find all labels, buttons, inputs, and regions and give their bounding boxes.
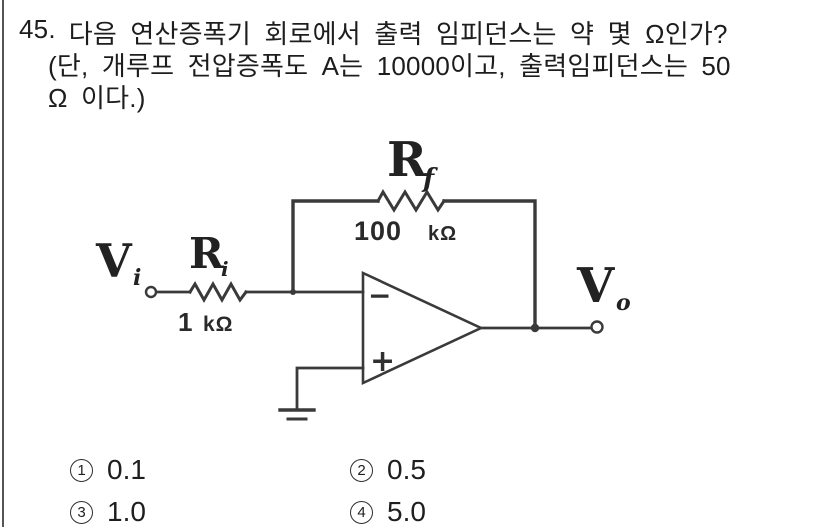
noninverting-input-wire [295, 366, 365, 411]
option-3-number-circle: 3 [70, 500, 93, 524]
option-2-value: 0.5 [387, 454, 426, 485]
feedback-wire-right [442, 199, 537, 330]
inverting-input-sign: − [368, 279, 391, 312]
option-4-number-circle: 4 [350, 500, 373, 524]
question-text-line-3: Ω 이다.) [48, 83, 146, 113]
feedback-resistor-value-number: 100 [354, 216, 402, 246]
input-resistor-zigzag [187, 280, 249, 304]
option-2-number-circle: 2 [350, 458, 373, 482]
input-resistor-value-unit: kΩ [203, 313, 234, 336]
feedback-resistor-subscript: f [421, 164, 438, 194]
input-junction-dot [290, 289, 296, 295]
option-1-value: 0.1 [107, 454, 146, 485]
input-resistor-subscript: i [221, 257, 229, 281]
question-text-line-1: 다음 연산증폭기 회로에서 출력 임피던스는 약 몇 Ω인가? [68, 19, 728, 49]
question-line-1: 45. 다음 연산증폭기 회로에서 출력 임피던스는 약 몇 Ω인가? [19, 14, 728, 51]
feedback-resistor-zigzag [375, 189, 447, 213]
feedback-wire-left [291, 199, 380, 293]
option-1-number-circle: 1 [70, 458, 93, 482]
answer-option-3: 3 1.0 [70, 496, 146, 527]
feedback-resistor-label: R [387, 132, 428, 188]
output-junction-dot [530, 323, 540, 333]
question-number: 45. [19, 14, 56, 44]
input-resistor-label: R [189, 229, 225, 278]
input-voltage-subscript: i [133, 265, 141, 291]
output-voltage-label: V [576, 258, 615, 314]
input-terminal-circle [144, 285, 158, 299]
answer-option-2: 2 0.5 [350, 454, 426, 486]
input-voltage-label: V [95, 234, 133, 288]
page-left-border [2, 0, 4, 527]
option-4-value: 5.0 [387, 496, 426, 527]
question-text-line-2: (단, 개루프 전압증폭도 A는 10000이고, 출력임피던스는 50 [48, 51, 731, 81]
option-3-value: 1.0 [107, 496, 146, 527]
opamp-triangle [361, 270, 485, 386]
answer-option-1: 1 0.1 [70, 454, 146, 486]
feedback-resistor-value-unit: kΩ [428, 223, 457, 245]
output-terminal-circle [590, 320, 604, 334]
noninverting-input-sign: + [370, 344, 395, 379]
input-resistor-value-number: 1 [178, 307, 193, 337]
output-voltage-subscript: o [616, 290, 631, 316]
answer-option-4: 4 5.0 [350, 496, 426, 527]
